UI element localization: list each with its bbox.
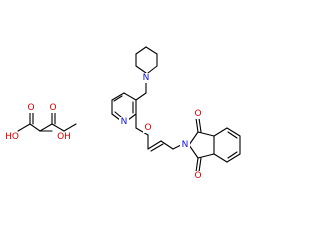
piperidine-ring <box>135 46 158 74</box>
bond <box>195 117 199 133</box>
bond <box>145 46 158 55</box>
label-bg <box>193 109 203 119</box>
label-bg <box>48 103 58 113</box>
imide-oxygen-top-label: O <box>194 109 201 119</box>
bond <box>147 65 158 74</box>
label-bg <box>119 117 129 127</box>
bond <box>197 131 215 137</box>
bond <box>160 140 174 150</box>
pyridine-nitrogen-label: N <box>121 117 128 127</box>
carbonyl-oxygen-label-right: O <box>49 103 56 113</box>
hydroxyl-label-left: HO <box>5 132 19 142</box>
bond <box>63 123 77 132</box>
bond <box>135 92 147 101</box>
bond <box>29 123 41 132</box>
bond <box>111 92 125 101</box>
bond <box>213 153 228 163</box>
maleic-acid: HO O O OH <box>4 103 77 142</box>
bond <box>227 131 238 139</box>
hydroxyl-label-right: OH <box>57 132 71 142</box>
label-bg <box>193 171 203 181</box>
label-bg <box>56 132 72 142</box>
label-bg <box>141 73 151 83</box>
bond <box>135 65 147 74</box>
bond <box>198 157 202 173</box>
bond <box>51 123 65 132</box>
bond <box>114 111 122 118</box>
bond <box>195 157 199 173</box>
bond <box>188 144 199 159</box>
imide-oxygen-bottom-label: O <box>194 171 201 181</box>
bond <box>127 113 137 121</box>
bond <box>172 144 182 150</box>
bond <box>113 95 123 102</box>
bond <box>39 123 53 132</box>
pyridine-ring <box>111 92 137 121</box>
ether-oxygen-label: O <box>144 123 151 133</box>
bond <box>123 92 137 101</box>
imide-nitrogen-label: N <box>182 140 189 150</box>
drug-molecule: N N O N O O <box>111 46 241 181</box>
carbonyl-oxygen-label-left: O <box>27 103 34 113</box>
structure-canvas: HO O O OH <box>4 46 241 181</box>
bond <box>17 123 31 132</box>
bond <box>213 127 228 137</box>
label-bg <box>180 140 190 150</box>
bond <box>150 143 164 152</box>
bond <box>135 46 147 55</box>
bond <box>198 117 202 133</box>
label-bg <box>143 123 153 133</box>
label-bg <box>26 103 36 113</box>
bond <box>197 153 215 159</box>
bond <box>135 127 149 136</box>
bond <box>188 131 199 146</box>
bond <box>226 153 241 163</box>
piperidine-nitrogen-label: N <box>143 73 150 83</box>
label-bg <box>4 132 20 142</box>
bond <box>226 127 241 137</box>
bond <box>111 113 121 121</box>
bond <box>147 140 162 150</box>
bond <box>227 151 238 159</box>
phthalimide-group <box>188 117 241 173</box>
